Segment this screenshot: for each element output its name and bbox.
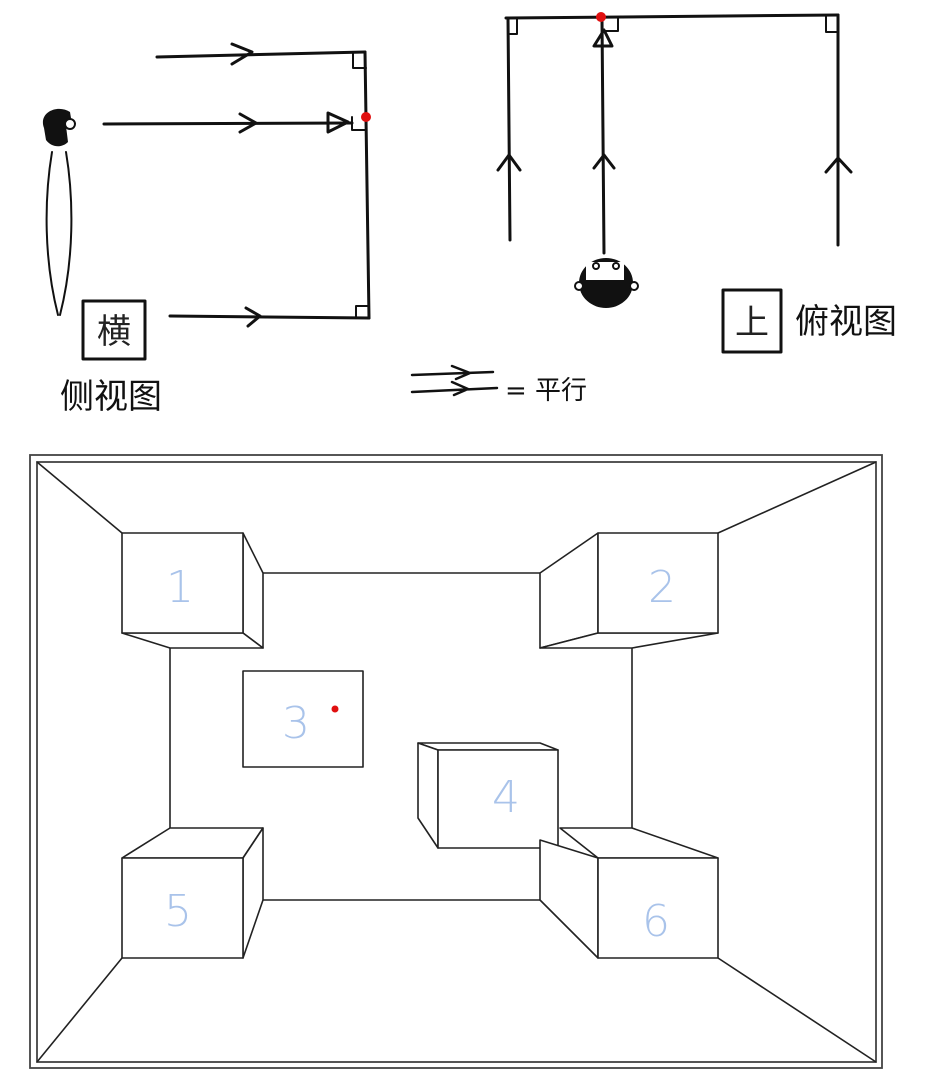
side-view-person (42, 108, 76, 316)
box-2: 2 (539, 532, 719, 649)
sight-line-middle (102, 121, 354, 126)
box-3: 3 (242, 670, 364, 768)
sight-line-top (155, 50, 367, 59)
top-view-badge-text: 上 (735, 303, 769, 343)
focus-dot-top (596, 12, 606, 22)
box-5: 5 (121, 827, 264, 959)
top-view-title: 俯视图 (795, 302, 897, 342)
parallel-legend: = 平行 (410, 364, 587, 406)
wall-line (363, 50, 371, 320)
focus-dot (361, 112, 371, 122)
top-view-badge (721, 288, 783, 354)
side-view-badge-text: 横 (97, 312, 131, 352)
side-view: 横 侧视图 (42, 42, 371, 417)
eye-arrow (326, 111, 350, 134)
box-6: 6 (539, 827, 719, 959)
back-wall (169, 572, 633, 901)
box-1-label: 1 (166, 562, 194, 613)
box-2-label: 2 (648, 562, 676, 613)
box-1: 1 (121, 532, 264, 649)
room-perspective: 1 2 3 4 5 6 (29, 454, 883, 1069)
eye-arrow-top (592, 28, 614, 48)
box-3-label: 3 (282, 698, 310, 749)
box-6-label: 6 (642, 896, 670, 947)
box-5-label: 5 (164, 886, 192, 937)
top-view-person (574, 258, 639, 308)
top-view: 上 俯视图 (496, 12, 897, 354)
focus-dot-room (331, 705, 339, 713)
parallel-legend-text: = 平行 (505, 376, 587, 406)
side-view-title: 侧视图 (60, 377, 162, 417)
box-4: 4 (417, 742, 559, 849)
sight-line-bottom (168, 314, 371, 320)
side-view-badge (81, 299, 147, 361)
wall-line-top (504, 13, 840, 20)
box-4-label: 4 (492, 772, 520, 823)
